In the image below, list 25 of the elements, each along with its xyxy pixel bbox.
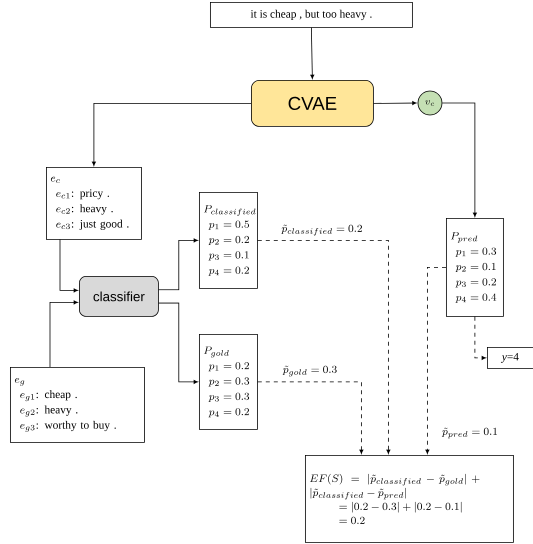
dashed-arrow xyxy=(257,240,390,454)
arrow xyxy=(158,302,198,384)
dashed-arrow xyxy=(257,382,364,454)
arrow xyxy=(373,101,417,106)
dashed-arrow xyxy=(474,316,486,360)
arrow xyxy=(442,102,477,217)
edge-label: $\tilde{p}_{classified} = 0.2$ xyxy=(280,223,364,237)
arrow xyxy=(50,300,78,368)
text-box: $e_{g}$ $e_{g1}\mbox{: cheap .}$ $e_{g2}\mbox{: heavy .}$ $e_{g3}\mbox{: worthy to buy .}$ xyxy=(10,367,145,443)
model-box: classifier xyxy=(79,276,159,317)
model-box: CVAE xyxy=(251,80,374,127)
text-box: $P_{gold}$ $p_{1}=0.2$ $p_{2}=0.3$ $p_{3}=0.3$ $p_{4}=0.2$ xyxy=(199,334,258,430)
arrow xyxy=(60,239,78,292)
dashed-arrow xyxy=(425,267,446,454)
arrow xyxy=(92,103,252,166)
text-box: $e_{c}$ $e_{c1}\mbox{: pricy .}$ $e_{c2}\mbox{: heavy .}$ $e_{c3}\mbox{: just good .}$ xyxy=(46,167,142,240)
edge-label: $\tilde{p}_{gold} = 0.3$ xyxy=(281,364,338,378)
arrow xyxy=(158,238,198,290)
formula-box: $EF(S) = |\tilde{p}_{classified} - \tilde{p}_{gold}| + |\tilde{p}_{classified} - \tilde{p}_{pred}|$ $=|0.2 - 0.3| + |0.2 - 0.1|$ $= 0.2$ xyxy=(305,455,514,543)
text-box: $P_{pred}$ $p_{1}=0.3$ $p_{2}=0.1$ $p_{3}=0.2$ $p_{4}=0.4$ xyxy=(446,218,504,317)
text-box: y=4 xyxy=(486,347,533,369)
text-box: it is cheap , but too heavy . xyxy=(210,2,413,28)
arrow xyxy=(310,27,314,79)
text-box: $P_{classified}$ $p_{1}=0.5$ $p_{2}=0.2$ $p_{3}=0.1$ $p_{4}=0.2$ xyxy=(199,192,258,289)
edge-label: $\tilde{p}_{pred} = 0.1$ xyxy=(440,426,500,440)
